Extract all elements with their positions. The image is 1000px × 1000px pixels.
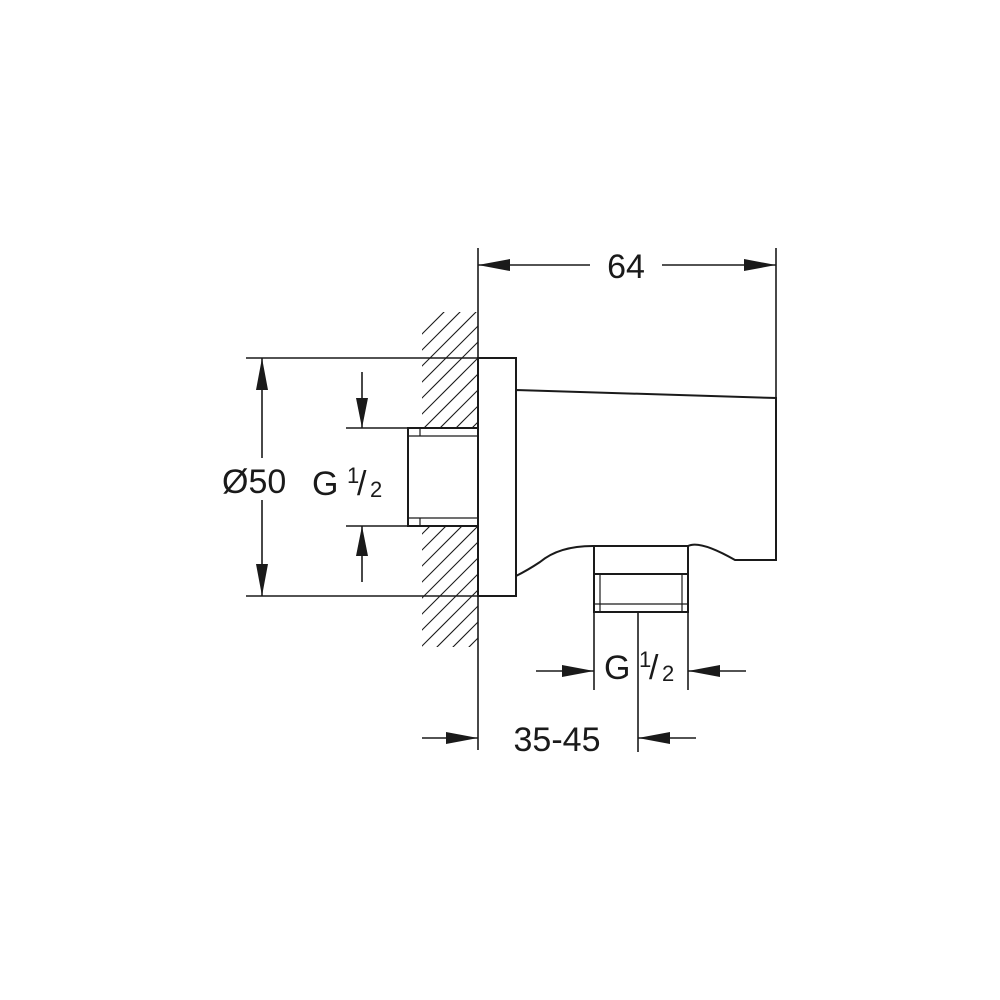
dimension-length-label: 64 [607,248,645,286]
dimension-diameter-label: Ø50 [222,463,286,501]
wall-flange [477,357,517,597]
outlet-thread-numerator: 1 [639,647,651,672]
outlet-thread-slash: / [649,649,659,687]
inlet-thread-denominator: 2 [370,477,382,502]
inlet-thread-label: G 1 / 2 [312,463,382,503]
dimension-inlet-thread [346,372,408,582]
dimension-outlet-thread [536,612,746,690]
inlet-thread-letter: G [312,465,338,503]
outlet-thread-letter: G [604,649,630,687]
outlet-thread-denominator: 2 [662,661,674,686]
dimension-diameter [246,357,478,597]
connector-body [515,388,777,578]
inlet-thread-slash: / [357,465,367,503]
dimension-wall-distance-label: 35-45 [514,721,601,759]
dimension-length [478,259,776,271]
outlet-thread [593,545,689,613]
inlet-thread-numerator: 1 [347,463,359,488]
outlet-thread-label: G 1 / 2 [604,647,674,687]
inlet-thread [407,427,479,527]
dimension-wall-distance [422,612,696,752]
